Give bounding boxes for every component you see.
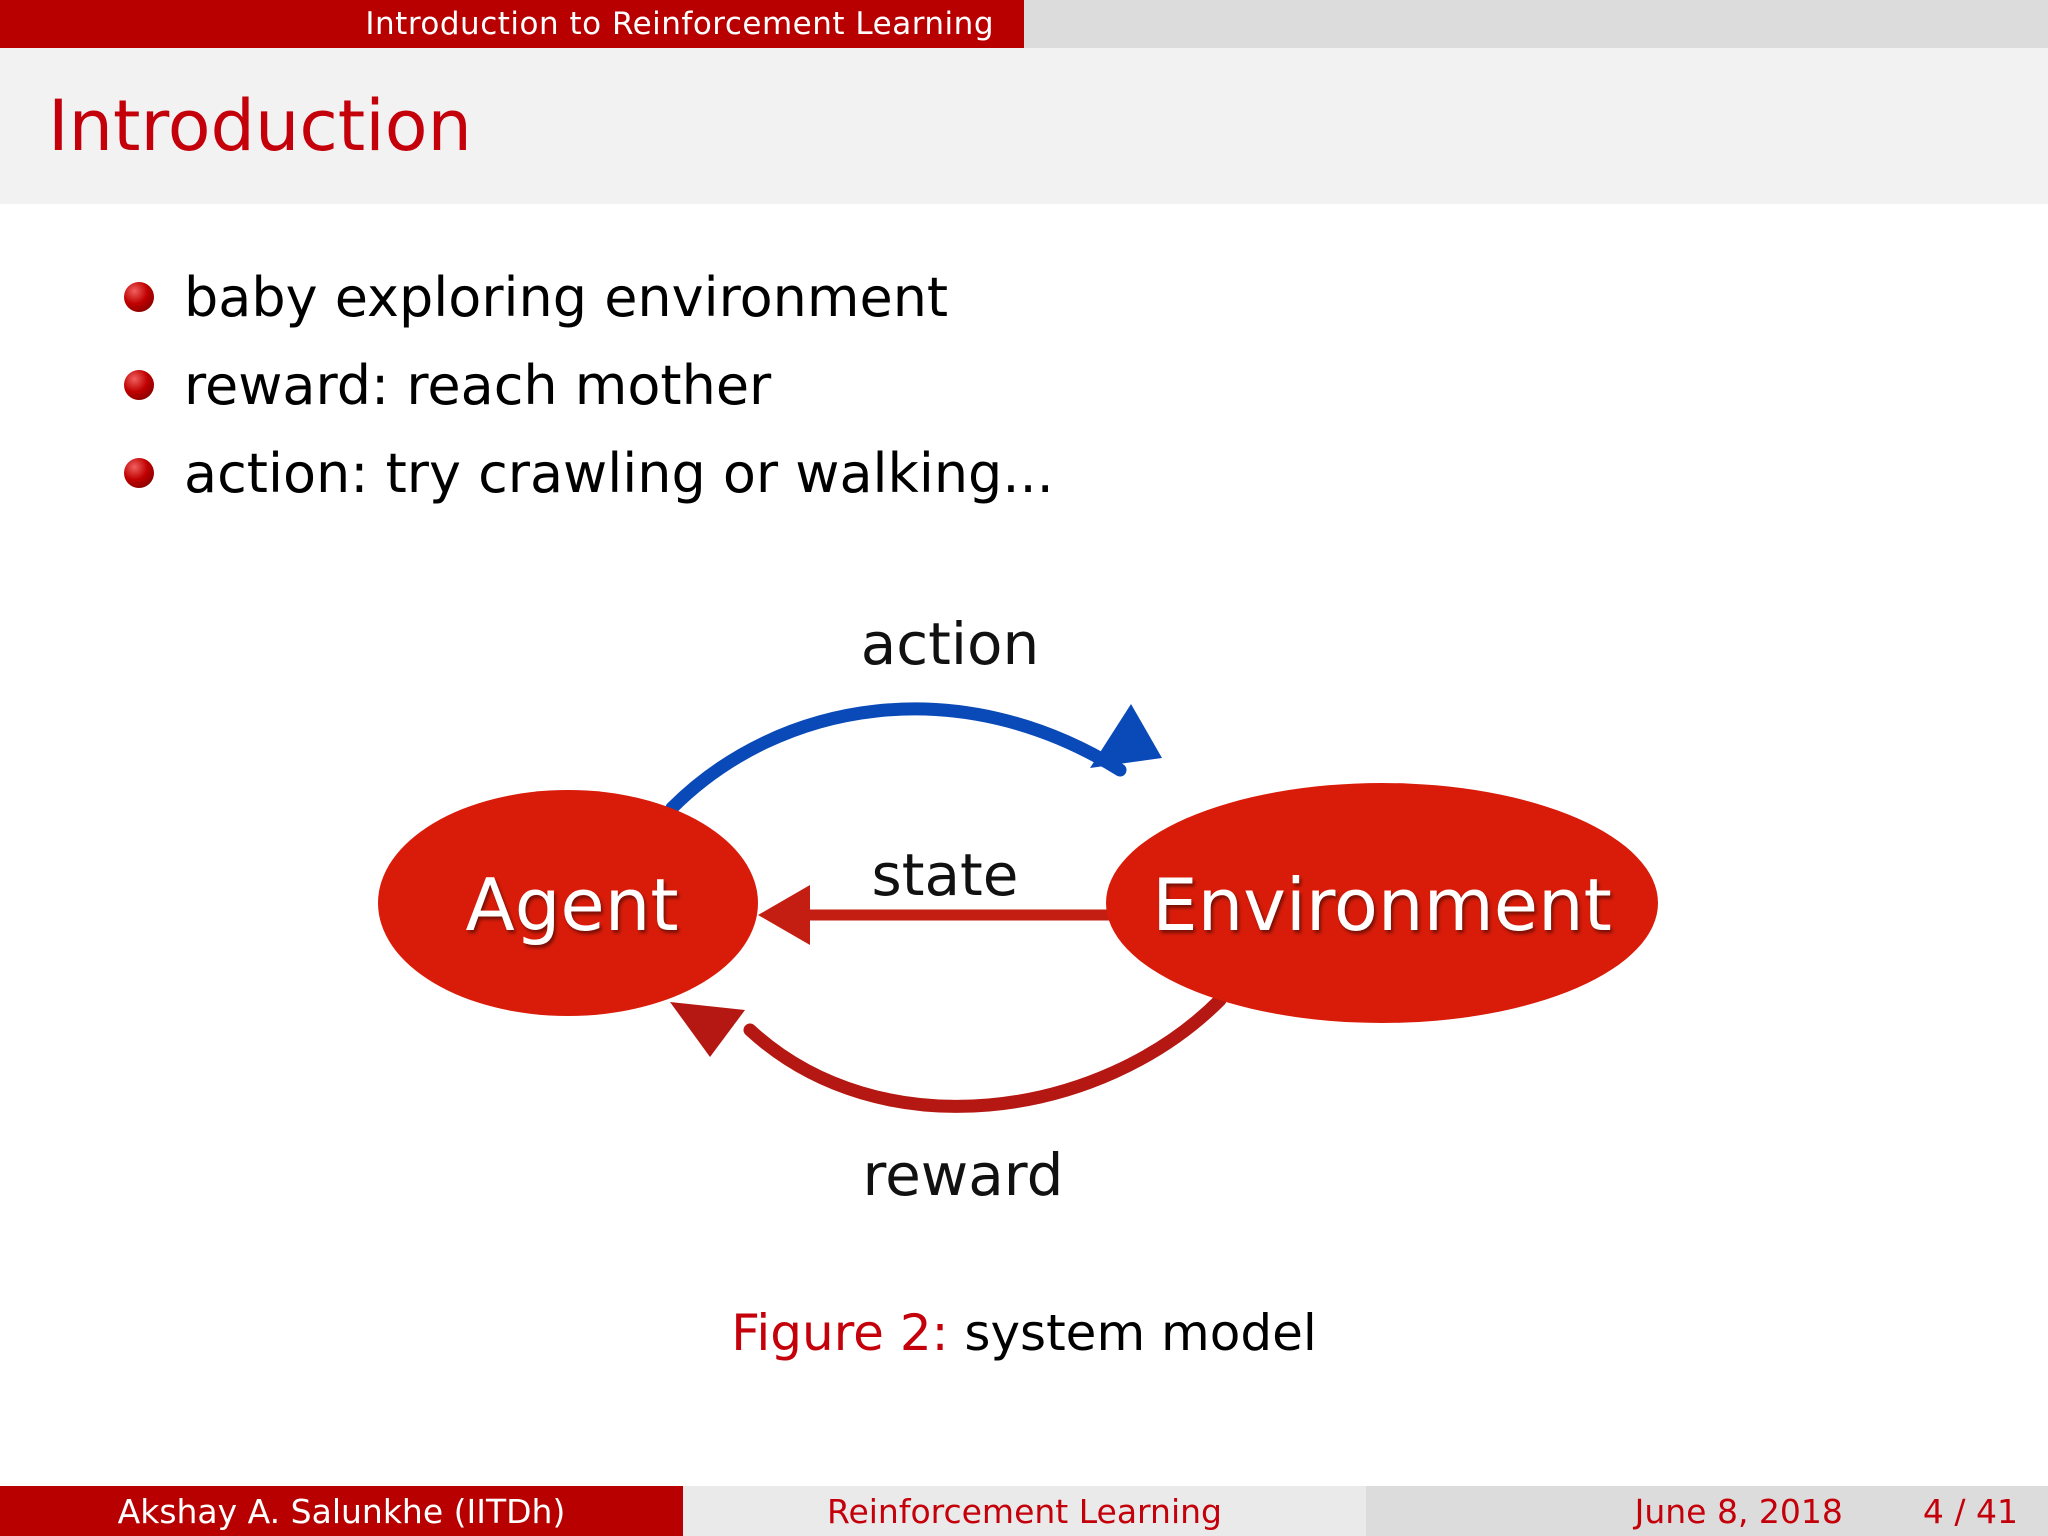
- frame-title: Introduction: [48, 85, 472, 167]
- action-arrow: [665, 702, 1127, 815]
- system-model-diagram: action state reward Agent Environment: [360, 590, 1720, 1230]
- action-arrowhead: [1090, 704, 1162, 768]
- environment-node: [1106, 783, 1658, 1023]
- footer-title-text: Reinforcement Learning: [827, 1491, 1222, 1531]
- environment-label: Environment: [1152, 863, 1612, 947]
- bullet-ball-icon: [124, 458, 154, 488]
- footer-title[interactable]: Reinforcement Learning: [683, 1486, 1366, 1536]
- section-nav[interactable]: Introduction to Reinforcement Learning: [0, 0, 1024, 48]
- footer-author[interactable]: Akshay A. Salunkhe (IITDh): [0, 1486, 683, 1536]
- footer-page-number: 4 / 41: [1922, 1491, 2018, 1531]
- bullet-text: reward: reach mother: [184, 353, 772, 417]
- action-label: action: [860, 610, 1040, 678]
- state-arrowhead: [758, 885, 810, 945]
- frame-title-bar: [0, 48, 2048, 204]
- agent-label: Agent: [465, 863, 679, 947]
- section-title: Introduction to Reinforcement Learning: [365, 6, 994, 42]
- footer-author-text: Akshay A. Salunkhe (IITDh): [117, 1491, 566, 1531]
- reward-arrowhead: [670, 1002, 745, 1057]
- footer: Akshay A. Salunkhe (IITDh) Reinforcement…: [0, 1486, 2048, 1536]
- bullet-text: action: try crawling or walking...: [184, 441, 1054, 505]
- bullet-ball-icon: [124, 282, 154, 312]
- diagram-canvas: [378, 702, 1658, 1113]
- reward-arrow: [743, 993, 1227, 1113]
- figure-caption-text: system model: [964, 1304, 1317, 1362]
- figure-number: Figure 2:: [731, 1304, 949, 1362]
- bullet-item: reward: reach mother: [124, 350, 771, 420]
- agent-node: [378, 790, 758, 1016]
- bullet-ball-icon: [124, 370, 154, 400]
- bullet-text: baby exploring environment: [184, 265, 949, 329]
- bullet-item: baby exploring environment: [124, 262, 948, 332]
- state-label: state: [871, 841, 1019, 909]
- footer-date-page: June 8, 2018 4 / 41: [1366, 1486, 2048, 1536]
- footer-date: June 8, 2018: [1634, 1491, 1843, 1531]
- figure-caption: Figure 2: system model: [0, 1304, 2048, 1362]
- reward-label: reward: [862, 1141, 1064, 1209]
- bullet-item: action: try crawling or walking...: [124, 438, 1054, 508]
